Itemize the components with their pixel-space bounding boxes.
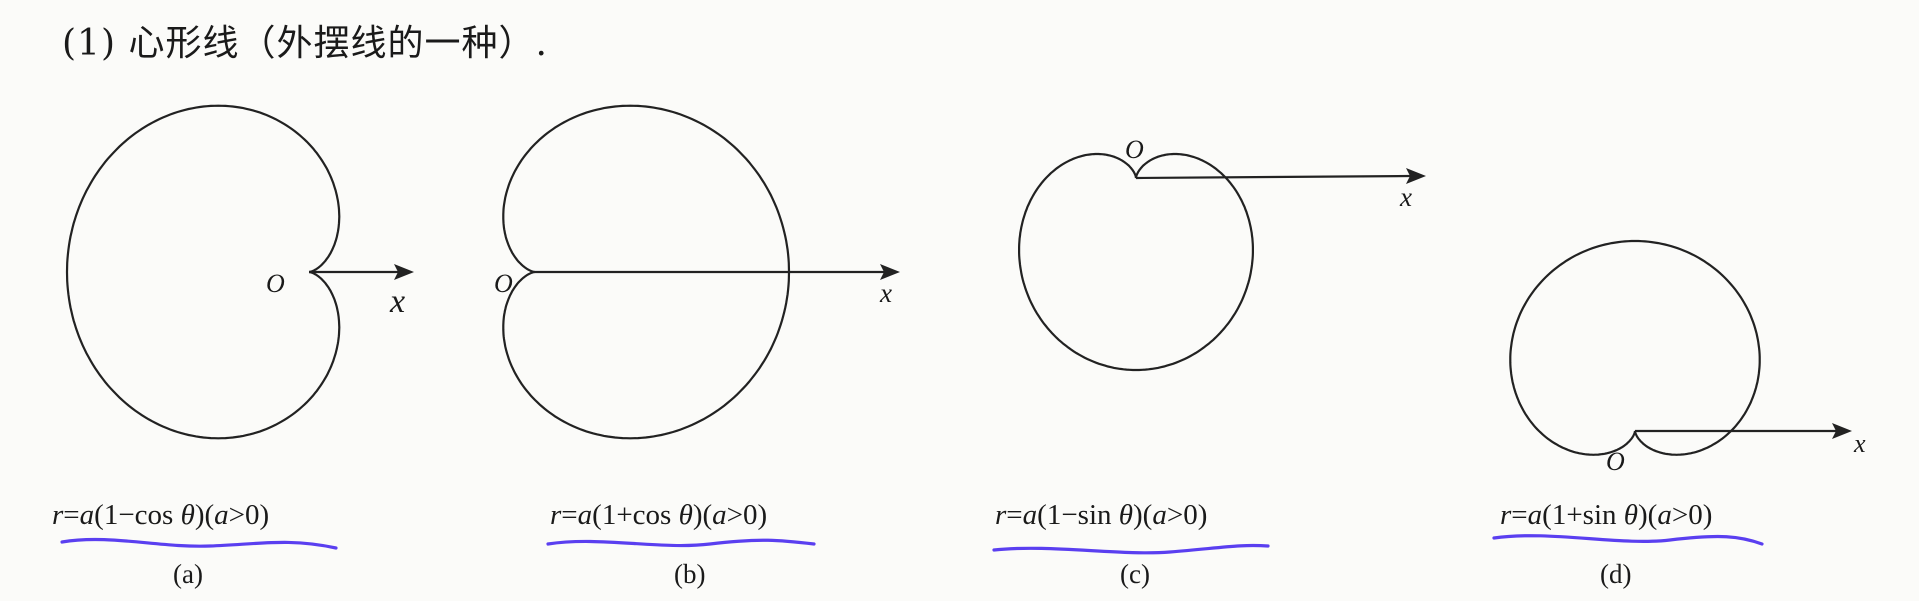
x-axis-arrow-d — [1832, 423, 1852, 439]
underline-d — [1492, 534, 1764, 546]
panel-a: O x r=a(1−cos θ)(a>0) (a) — [52, 104, 414, 589]
underline-c — [992, 543, 1270, 555]
origin-label-d: O — [1606, 447, 1625, 476]
panel-d: O x r=a(1+sin θ)(a>0) (d) — [1492, 239, 1866, 589]
x-axis-arrow-a — [394, 264, 414, 280]
formula-a: r=a(1−cos θ)(a>0) — [52, 499, 269, 531]
x-axis-label-b: x — [879, 278, 892, 308]
origin-label-c: O — [1125, 135, 1144, 164]
formula-d: r=a(1+sin θ)(a>0) — [1500, 499, 1712, 531]
caption-a: (a) — [173, 559, 203, 589]
x-axis-label-a: x — [389, 283, 405, 320]
caption-d: (d) — [1600, 559, 1631, 589]
section-heading: (1) 心形线（外摆线的一种）. — [62, 23, 548, 64]
formula-c: r=a(1−sin θ)(a>0) — [995, 499, 1207, 531]
underline-b — [546, 538, 816, 548]
x-axis-label-d: x — [1853, 429, 1866, 458]
origin-label-b: O — [494, 269, 513, 298]
cardioid-curve-a — [65, 104, 341, 440]
panel-b: O x r=a(1+cos θ)(a>0) (b) — [494, 104, 900, 589]
caption-c: (c) — [1120, 559, 1150, 589]
x-axis-arrow-b — [880, 264, 900, 280]
formula-b: r=a(1+cos θ)(a>0) — [550, 499, 767, 531]
cardioid-curve-c — [1018, 152, 1254, 372]
origin-label-a: O — [266, 269, 285, 298]
cardioid-curve-d — [1509, 239, 1761, 456]
x-axis-c — [1135, 174, 1411, 180]
underline-a — [60, 537, 338, 550]
caption-b: (b) — [674, 559, 705, 589]
panel-c: O x r=a(1−sin θ)(a>0) (c) — [992, 135, 1426, 589]
x-axis-label-c: x — [1399, 182, 1412, 212]
x-axis-arrow-c — [1406, 168, 1426, 184]
